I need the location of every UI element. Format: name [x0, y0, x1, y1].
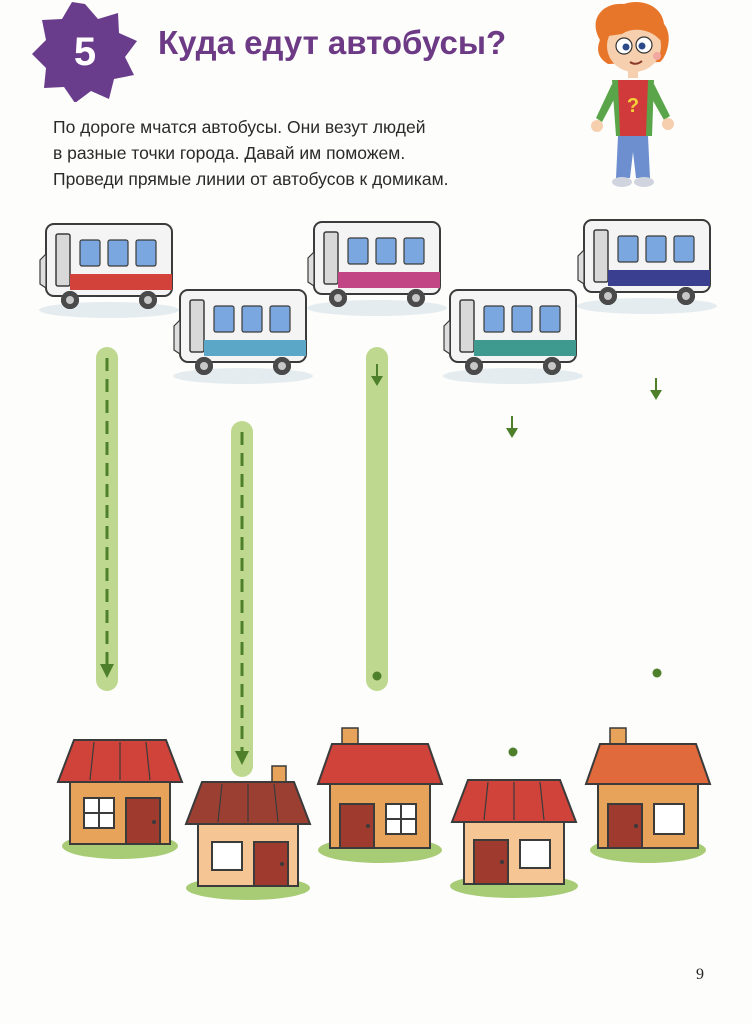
magenta-bus — [307, 221, 447, 316]
arrow-down-icon — [371, 376, 383, 386]
guide-path-4 — [506, 416, 518, 757]
house-1 — [56, 739, 184, 859]
house-5 — [584, 727, 712, 863]
guide-path-5 — [650, 378, 662, 678]
exercise-number-badge: 5 — [30, 2, 140, 102]
end-dot — [508, 747, 518, 757]
instruction-line: По дороге мчатся автобусы. Они везут люд… — [53, 117, 426, 137]
end-dot — [372, 671, 382, 681]
instruction-line: в разные точки города. Давай им поможем. — [53, 143, 406, 163]
arrow-down-icon — [100, 664, 114, 678]
guide-path-3 — [366, 347, 388, 691]
red-bus — [39, 223, 179, 318]
exercise-number: 5 — [73, 29, 97, 74]
exercise-title: Куда едут автобусы? — [158, 24, 507, 61]
arrow-down-icon — [506, 428, 518, 438]
page-number: 9 — [696, 966, 704, 983]
end-dot — [652, 668, 662, 678]
house-4 — [450, 779, 578, 898]
instructions-text: По дороге мчатся автобусы. Они везут люд… — [53, 114, 513, 192]
house-2 — [184, 765, 312, 900]
house-3 — [316, 727, 444, 863]
guide-path-1 — [96, 347, 118, 691]
guide-path-2 — [231, 421, 253, 777]
teal-bus — [443, 289, 583, 384]
arrow-down-icon — [650, 390, 662, 400]
navy-bus — [577, 219, 717, 314]
star-badge-icon — [32, 2, 137, 102]
arrow-down-icon — [235, 751, 249, 765]
shirt-symbol: ? — [627, 95, 639, 117]
blue-bus — [173, 289, 313, 384]
boy-character-illustration: ? — [591, 2, 674, 187]
instruction-line: Проведи прямые линии от автобусов к доми… — [53, 169, 449, 189]
